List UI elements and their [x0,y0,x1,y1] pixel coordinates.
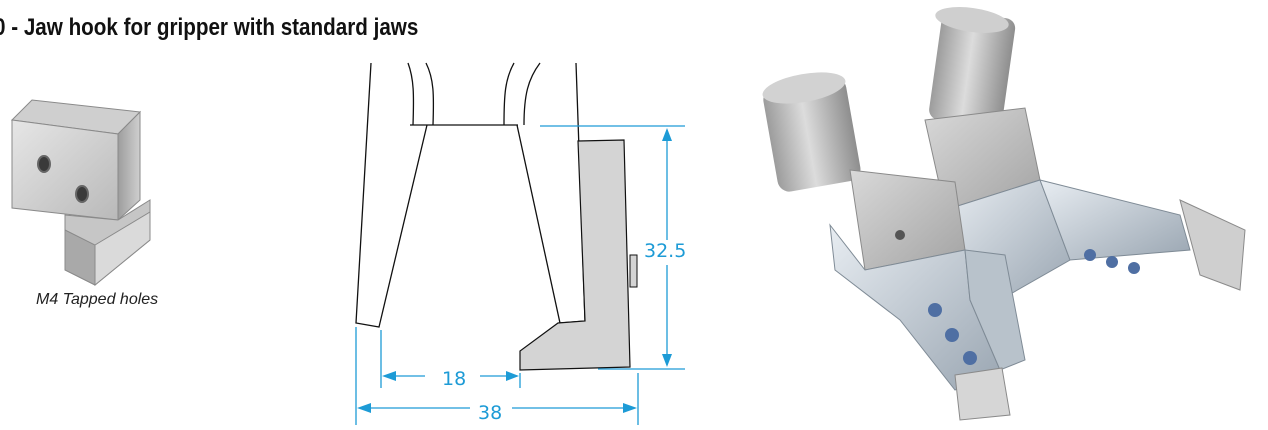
dimension-outer [355,327,639,425]
jaw-hook-photo [10,99,151,287]
technical-drawing: 32.5 18 38 [355,62,686,425]
dimension-height-label: 32.5 [644,240,686,262]
tapped-hole-1 [37,155,51,173]
gripper-assembly-photo [762,7,1246,421]
gripper-finger-outline [355,62,586,328]
caption-tapped-holes: M4 Tapped holes [36,291,159,308]
dimension-outer-label: 38 [478,402,502,424]
page-title: 0 - Jaw hook for gripper with standard j… [0,14,419,41]
dimension-inner-label: 18 [442,368,466,390]
tapped-hole-2 [75,185,89,203]
jaw-hook-section [519,139,631,371]
dimension-height [540,125,685,370]
dimension-inner [380,330,521,388]
jaw-hook-tab [629,254,638,288]
gripper-left [762,72,1026,421]
